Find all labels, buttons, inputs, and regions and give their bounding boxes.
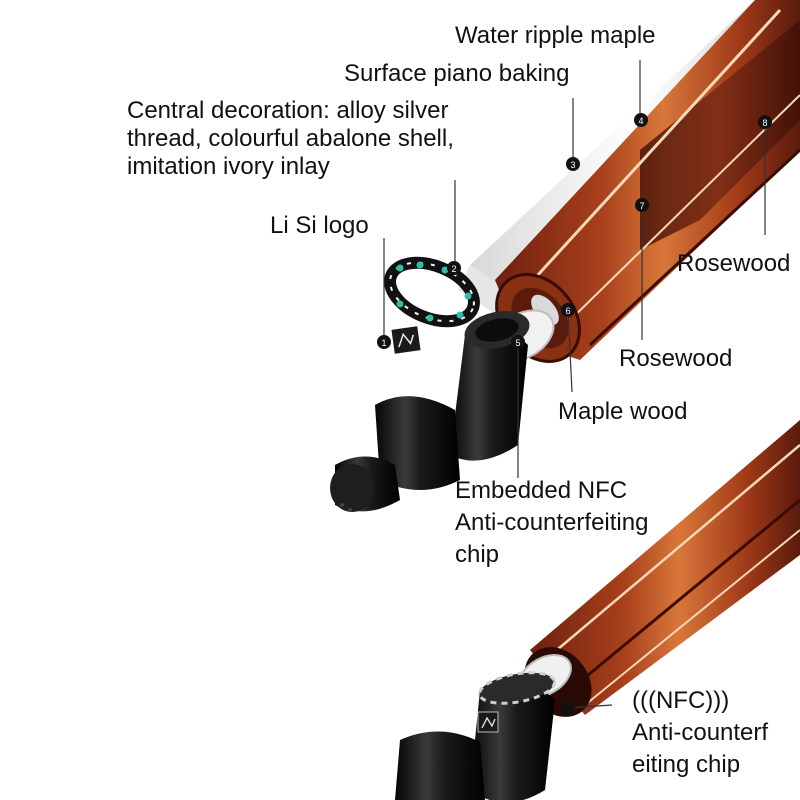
marker-2: 2: [447, 261, 461, 275]
label-nfc-bottom: (((NFC))) Anti-counterf eiting chip: [632, 685, 768, 781]
label-maple-wood: Maple wood: [558, 398, 688, 425]
marker-5: 5: [511, 335, 525, 349]
label-li-si-logo: Li Si logo: [270, 212, 369, 239]
numbered-markers: 1 2 3 4 5 6 7 8: [377, 113, 772, 715]
marker-1: 1: [377, 335, 391, 349]
marker-4: 4: [634, 113, 648, 127]
label-embedded-nfc-chip: Embedded NFC Anti-counterfeiting chip: [455, 475, 648, 571]
label-central-decoration-line-1: Central decoration: alloy silver: [127, 97, 449, 124]
svg-text:7: 7: [639, 201, 644, 211]
label-surface-piano-baking: Surface piano baking: [344, 60, 570, 87]
lower-joint-collar: [395, 671, 557, 800]
label-rosewood-inner: Rosewood: [619, 345, 733, 372]
svg-text:6: 6: [565, 306, 570, 316]
svg-text:8: 8: [762, 118, 767, 128]
svg-text:2: 2: [451, 264, 456, 274]
svg-text:5: 5: [515, 338, 520, 348]
label-central-decoration-line-3: imitation ivory inlay: [127, 153, 330, 180]
marker-8: 8: [758, 115, 772, 129]
leader-nfc-bottom: [567, 704, 613, 709]
label-nfc-bottom-line-2: Anti-counterf: [632, 719, 769, 746]
decoration-ring: [384, 256, 480, 328]
marker-3: 3: [566, 157, 580, 171]
leader-lines: [383, 60, 766, 709]
label-rosewood-outer: Rosewood: [677, 250, 791, 277]
marker-nfc-bottom: [561, 701, 575, 715]
label-water-ripple-maple: Water ripple maple: [455, 22, 656, 49]
label-central-decoration: Central decoration: alloy silver thread,…: [127, 97, 454, 181]
label-central-decoration-line-2: thread, colourful abalone shell,: [127, 125, 454, 152]
upper-joint-collar: [330, 311, 530, 512]
label-nfc-bottom-line-3: eiting chip: [632, 751, 741, 778]
label-nfc-line-2: Anti-counterfeiting: [455, 509, 649, 536]
svg-text:1: 1: [381, 338, 386, 348]
leader-maple-wood: [567, 309, 573, 393]
svg-text:4: 4: [638, 116, 643, 126]
label-nfc-line-1: Embedded NFC: [455, 477, 628, 504]
label-nfc-line-3: chip: [455, 541, 500, 568]
marker-7: 7: [635, 198, 649, 212]
svg-text:3: 3: [570, 160, 575, 170]
li-si-logo-badge: [391, 326, 421, 354]
marker-6: 6: [561, 303, 575, 317]
label-nfc-bottom-line-1: (((NFC))): [632, 687, 730, 714]
